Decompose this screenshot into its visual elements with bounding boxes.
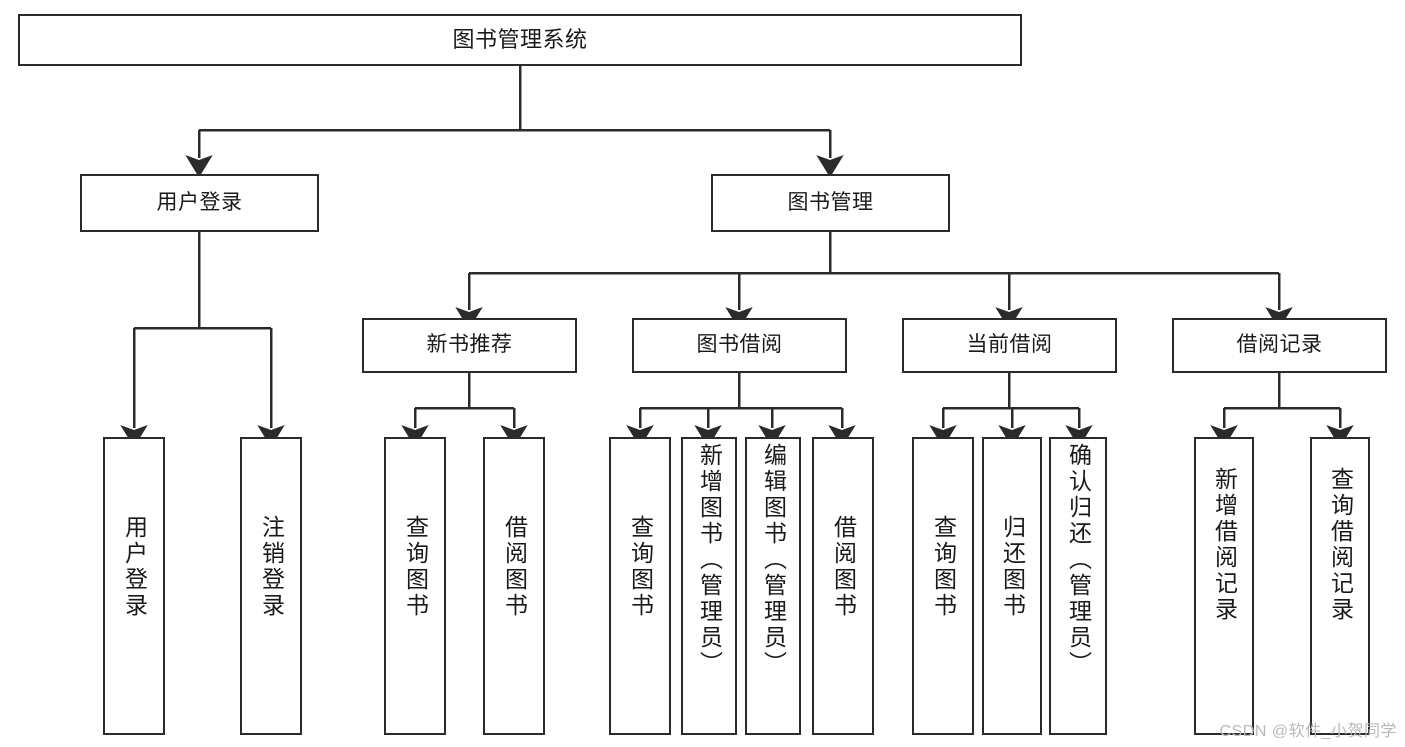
node-borrow-record-label: 借阅记录 <box>1236 333 1323 357</box>
node-root-label: 图书管理系统 <box>452 27 588 53</box>
leaf-borrow-book-1[interactable]: 借阅图书 <box>483 437 545 735</box>
leaf-user-login[interactable]: 用户登录 <box>103 437 165 735</box>
node-user-login[interactable]: 用户登录 <box>80 174 319 232</box>
leaf-logout-login[interactable]: 注销登录 <box>240 437 302 735</box>
leaf-edit-book-label: 编辑图书（管理员） <box>760 443 787 677</box>
node-book-borrow[interactable]: 图书借阅 <box>632 318 847 373</box>
node-current-borrow-label: 当前借阅 <box>966 333 1053 357</box>
leaf-confirm-return-label: 确认归还（管理员） <box>1065 443 1092 677</box>
leaf-return-book[interactable]: 归还图书 <box>982 437 1042 735</box>
leaf-query-book-2-label: 查询图书 <box>627 515 654 619</box>
node-root[interactable]: 图书管理系统 <box>18 14 1022 66</box>
leaf-query-book-1[interactable]: 查询图书 <box>384 437 446 735</box>
node-book-manage-label: 图书管理 <box>787 190 874 214</box>
leaf-edit-book[interactable]: 编辑图书（管理员） <box>745 437 801 735</box>
leaf-add-record-label: 新增借阅记录 <box>1211 467 1238 623</box>
node-user-login-label: 用户登录 <box>156 190 243 214</box>
node-new-book-recommend[interactable]: 新书推荐 <box>362 318 577 373</box>
leaf-confirm-return[interactable]: 确认归还（管理员） <box>1049 437 1107 735</box>
leaf-borrow-book-2[interactable]: 借阅图书 <box>812 437 874 735</box>
leaf-query-book-1-label: 查询图书 <box>402 515 429 619</box>
watermark-text: CSDN @软件_小贺同学 <box>1219 723 1397 740</box>
leaf-user-login-label: 用户登录 <box>121 515 148 619</box>
leaf-borrow-book-1-label: 借阅图书 <box>501 515 528 619</box>
node-book-borrow-label: 图书借阅 <box>696 333 783 357</box>
leaf-borrow-book-2-label: 借阅图书 <box>830 515 857 619</box>
node-book-manage[interactable]: 图书管理 <box>711 174 950 232</box>
leaf-query-book-3[interactable]: 查询图书 <box>912 437 974 735</box>
node-current-borrow[interactable]: 当前借阅 <box>902 318 1117 373</box>
leaf-add-book[interactable]: 新增图书（管理员） <box>681 437 737 735</box>
leaf-logout-login-label: 注销登录 <box>258 515 285 619</box>
node-borrow-record[interactable]: 借阅记录 <box>1172 318 1387 373</box>
leaf-query-book-3-label: 查询图书 <box>930 515 957 619</box>
leaf-add-record[interactable]: 新增借阅记录 <box>1194 437 1254 735</box>
leaf-query-record[interactable]: 查询借阅记录 <box>1310 437 1370 735</box>
leaf-query-book-2[interactable]: 查询图书 <box>609 437 671 735</box>
leaf-query-record-label: 查询借阅记录 <box>1327 467 1354 623</box>
node-new-book-recommend-label: 新书推荐 <box>426 333 513 357</box>
leaf-return-book-label: 归还图书 <box>999 515 1026 619</box>
leaf-add-book-label: 新增图书（管理员） <box>696 443 723 677</box>
